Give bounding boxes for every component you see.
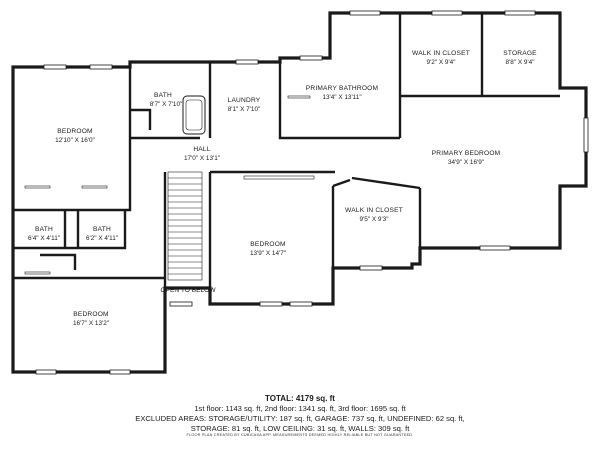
- interior-walls: [13, 13, 560, 304]
- total-area: TOTAL: 4179 sq. ft: [265, 394, 335, 403]
- primary-bedroom-dim: 34'9" X 16'9": [448, 159, 484, 166]
- primary-bedroom-name: PRIMARY BEDROOM: [432, 150, 501, 157]
- walk-in-closet-mid-name: WALK IN CLOSET: [345, 207, 403, 214]
- excluded-areas-2: STORAGE: 81 sq. ft, LOW CEILING: 31 sq. …: [190, 424, 410, 433]
- laundry-name: LAUNDRY: [228, 97, 261, 104]
- storage-dim: 8'8" X 9'4": [505, 59, 534, 66]
- area-summary: TOTAL: 4179 sq. ft 1st floor: 1143 sq. f…: [0, 394, 600, 434]
- bath-left-a-name: BATH: [35, 226, 53, 233]
- walk-in-closet-mid-dim: 9'5" X 9'3": [359, 216, 388, 223]
- laundry-dim: 8'1" X 7'10": [228, 106, 261, 113]
- storage-name: STORAGE: [503, 50, 537, 57]
- walk-in-closet-top-dim: 9'2" X 9'4": [426, 59, 455, 66]
- bath-left-b-name: BATH: [93, 226, 111, 233]
- bedroom-center-dim: 13'9" X 14'7": [250, 250, 286, 257]
- bath-left-b-dim: 6'2" X 4'11": [86, 235, 118, 242]
- closet-rods: [24, 95, 315, 275]
- windows: [35, 10, 589, 375]
- bath-left-a-dim: 6'4" X 4'11": [28, 235, 60, 242]
- staircase: [167, 171, 203, 281]
- bathtub: [182, 95, 206, 135]
- floor-plan: WALK IN CLOSET 9'2" X 9'4" STORAGE 8'8" …: [11, 10, 589, 375]
- bedroom-left-dim: 12'10" X 16'0": [55, 137, 95, 144]
- bedroom-bottom-dim: 16'7" X 13'2": [73, 320, 109, 327]
- bedroom-left-name: BEDROOM: [57, 128, 92, 135]
- primary-bathroom-dim: 13'4" X 13'11": [322, 94, 361, 101]
- hall-dim: 17'0" X 13'1": [184, 155, 220, 162]
- footnote: FLOOR PLAN CREATED BY CUBICASA APP. MEAS…: [186, 433, 414, 437]
- open-to-below-label: OPEN TO BELOW: [160, 287, 216, 294]
- bedroom-bottom-name: BEDROOM: [73, 311, 108, 318]
- exterior-walls: [11, 11, 588, 374]
- hall-name: HALL: [193, 146, 210, 153]
- primary-bathroom-name: PRIMARY BATHROOM: [306, 85, 378, 92]
- walk-in-closet-top-name: WALK IN CLOSET: [412, 50, 470, 57]
- excluded-areas-1: EXCLUDED AREAS: STORAGE/UTILITY: 187 sq.…: [135, 414, 465, 423]
- bedroom-center-name: BEDROOM: [250, 241, 285, 248]
- room-labels: WALK IN CLOSET 9'2" X 9'4" STORAGE 8'8" …: [28, 50, 537, 327]
- bath-upper-dim: 8'7" X 7'10": [150, 101, 183, 108]
- floors-area: 1st floor: 1143 sq. ft, 2nd floor: 1341 …: [194, 404, 406, 413]
- bath-upper-name: BATH: [154, 92, 172, 99]
